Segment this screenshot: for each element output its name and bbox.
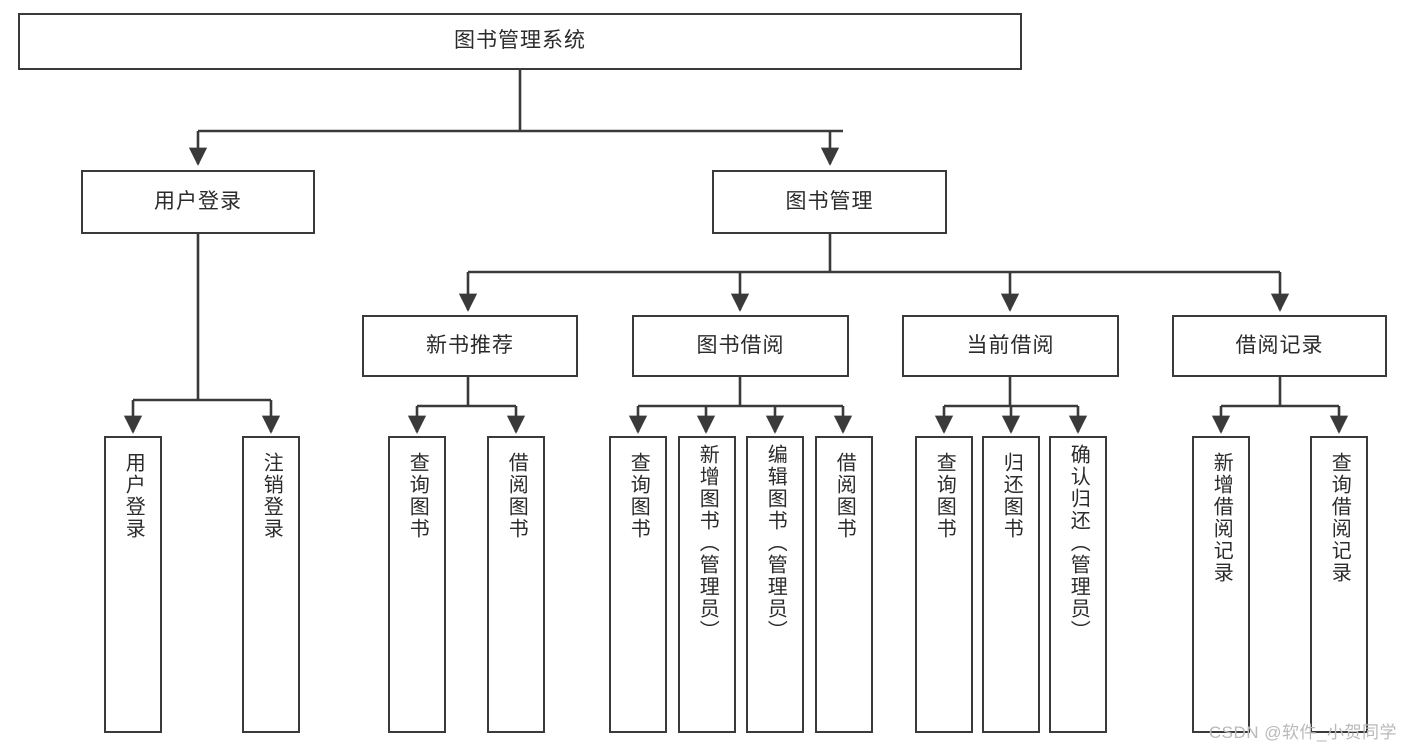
node-label: 借阅图书: [505, 452, 528, 540]
node-root-book-management-system[interactable]: 图书管理系统: [18, 13, 1022, 70]
node-label: 新增借阅记录: [1210, 452, 1233, 584]
node-leaf-query-book-recommend[interactable]: 查询图书: [388, 436, 446, 733]
node-label: 新书推荐: [426, 333, 514, 357]
node-label: 查询图书: [406, 452, 429, 540]
node-leaf-logout[interactable]: 注销登录: [242, 436, 300, 733]
node-leaf-query-borrow-record[interactable]: 查询借阅记录: [1310, 436, 1368, 733]
csdn-watermark: CSDN @软件_小贺同学: [1208, 723, 1397, 742]
node-leaf-query-book-borrow[interactable]: 查询图书: [609, 436, 667, 733]
node-label: 当前借阅: [966, 333, 1055, 357]
node-label: 借阅图书: [833, 452, 856, 540]
node-label: 图书管理系统: [454, 29, 586, 53]
node-leaf-query-book-current[interactable]: 查询图书: [915, 436, 973, 733]
node-label: 注销登录: [260, 452, 283, 540]
node-book-management[interactable]: 图书管理: [712, 170, 947, 234]
node-label: 查询图书: [933, 452, 956, 540]
node-label: 图书管理: [785, 189, 874, 213]
node-user-login[interactable]: 用户登录: [81, 170, 315, 234]
node-leaf-borrow-book[interactable]: 借阅图书: [815, 436, 873, 733]
node-leaf-add-borrow-record[interactable]: 新增借阅记录: [1192, 436, 1250, 733]
node-leaf-edit-book-admin[interactable]: 编辑图书（管理员）: [746, 436, 804, 733]
node-current-borrow[interactable]: 当前借阅: [902, 315, 1119, 377]
node-leaf-confirm-return-admin[interactable]: 确认归还（管理员）: [1049, 436, 1107, 733]
node-new-book-recommend[interactable]: 新书推荐: [362, 315, 578, 377]
node-book-borrow[interactable]: 图书借阅: [632, 315, 849, 377]
node-borrow-record[interactable]: 借阅记录: [1172, 315, 1387, 377]
node-label: 编辑图书（管理员）: [764, 444, 787, 642]
node-label: 图书借阅: [696, 333, 785, 357]
node-label: 借阅记录: [1235, 333, 1324, 357]
node-label: 用户登录: [122, 452, 145, 540]
node-leaf-borrow-book-recommend[interactable]: 借阅图书: [487, 436, 545, 733]
node-label: 查询图书: [627, 452, 650, 540]
node-leaf-user-login[interactable]: 用户登录: [104, 436, 162, 733]
node-label: 新增图书（管理员）: [696, 444, 719, 642]
node-label: 归还图书: [1000, 452, 1023, 540]
node-label: 查询借阅记录: [1328, 452, 1351, 584]
node-leaf-add-book-admin[interactable]: 新增图书（管理员）: [678, 436, 736, 733]
node-label: 确认归还（管理员）: [1067, 444, 1090, 642]
node-leaf-return-book[interactable]: 归还图书: [982, 436, 1040, 733]
node-label: 用户登录: [154, 189, 242, 213]
